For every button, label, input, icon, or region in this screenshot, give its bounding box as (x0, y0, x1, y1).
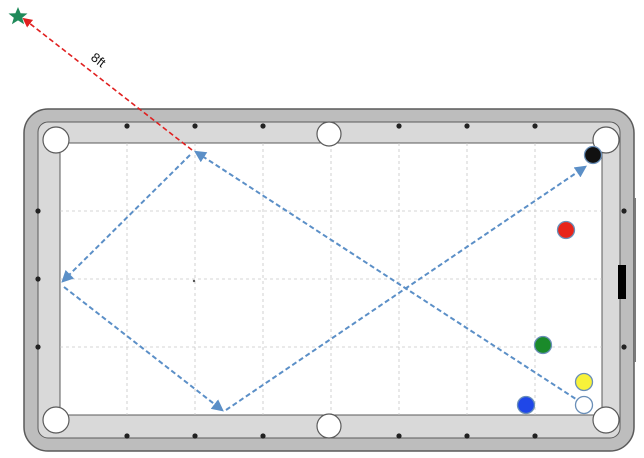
pocket-top-middle (316, 121, 342, 147)
path-bottom-rail-to-black-ball (225, 165, 587, 411)
path-cue-to-top-rail (193, 150, 583, 404)
table-edge-line (634, 198, 636, 362)
path-left-rail-to-bottom-rail (63, 286, 224, 412)
diamond (532, 123, 538, 129)
aim-star-icon (8, 7, 28, 25)
red-ball (556, 220, 576, 240)
center-spot (192, 279, 196, 283)
diamond (396, 123, 402, 129)
diamond (621, 344, 627, 350)
diamond (532, 433, 538, 439)
diamond (192, 123, 198, 129)
balls (516, 145, 603, 415)
diamond (621, 208, 627, 214)
blue-ball (516, 395, 536, 415)
diamond (124, 433, 130, 439)
diamond (260, 123, 266, 129)
diamond (192, 433, 198, 439)
table-grid (60, 143, 602, 415)
aim-line (22, 17, 193, 151)
yellow-ball (574, 372, 594, 392)
path-top-rail-to-left-rail (61, 154, 191, 283)
diamond (35, 344, 41, 350)
diamond (396, 433, 402, 439)
diamond (35, 208, 41, 214)
diamond (464, 123, 470, 129)
pocket-bottom-left (42, 406, 70, 434)
pocket-top-left (42, 126, 70, 154)
pocket-bottom-middle (316, 413, 342, 439)
pocket-bottom-right (592, 406, 620, 434)
diamond (260, 433, 266, 439)
diamond (464, 433, 470, 439)
rail-diamonds (35, 123, 627, 439)
cue-ball (574, 395, 594, 415)
diamond (35, 276, 41, 282)
distance-label: 8ft (88, 50, 109, 71)
black-ball (583, 145, 603, 165)
pocket-top-right (592, 126, 620, 154)
shot-path (61, 150, 587, 412)
pockets (42, 121, 620, 439)
green-ball (533, 335, 553, 355)
diamond (124, 123, 130, 129)
table-handle-icon (618, 265, 626, 299)
